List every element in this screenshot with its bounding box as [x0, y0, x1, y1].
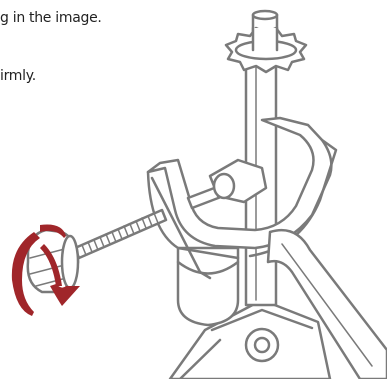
instruction-text-line-2: irmly. — [0, 68, 36, 84]
joint-cylinder — [176, 246, 240, 327]
rotation-arrow-icon — [11, 224, 80, 316]
clamp-screw — [73, 180, 236, 260]
c-clamp-body — [146, 116, 333, 250]
instruction-text-line-1: g in the image. — [0, 10, 102, 26]
